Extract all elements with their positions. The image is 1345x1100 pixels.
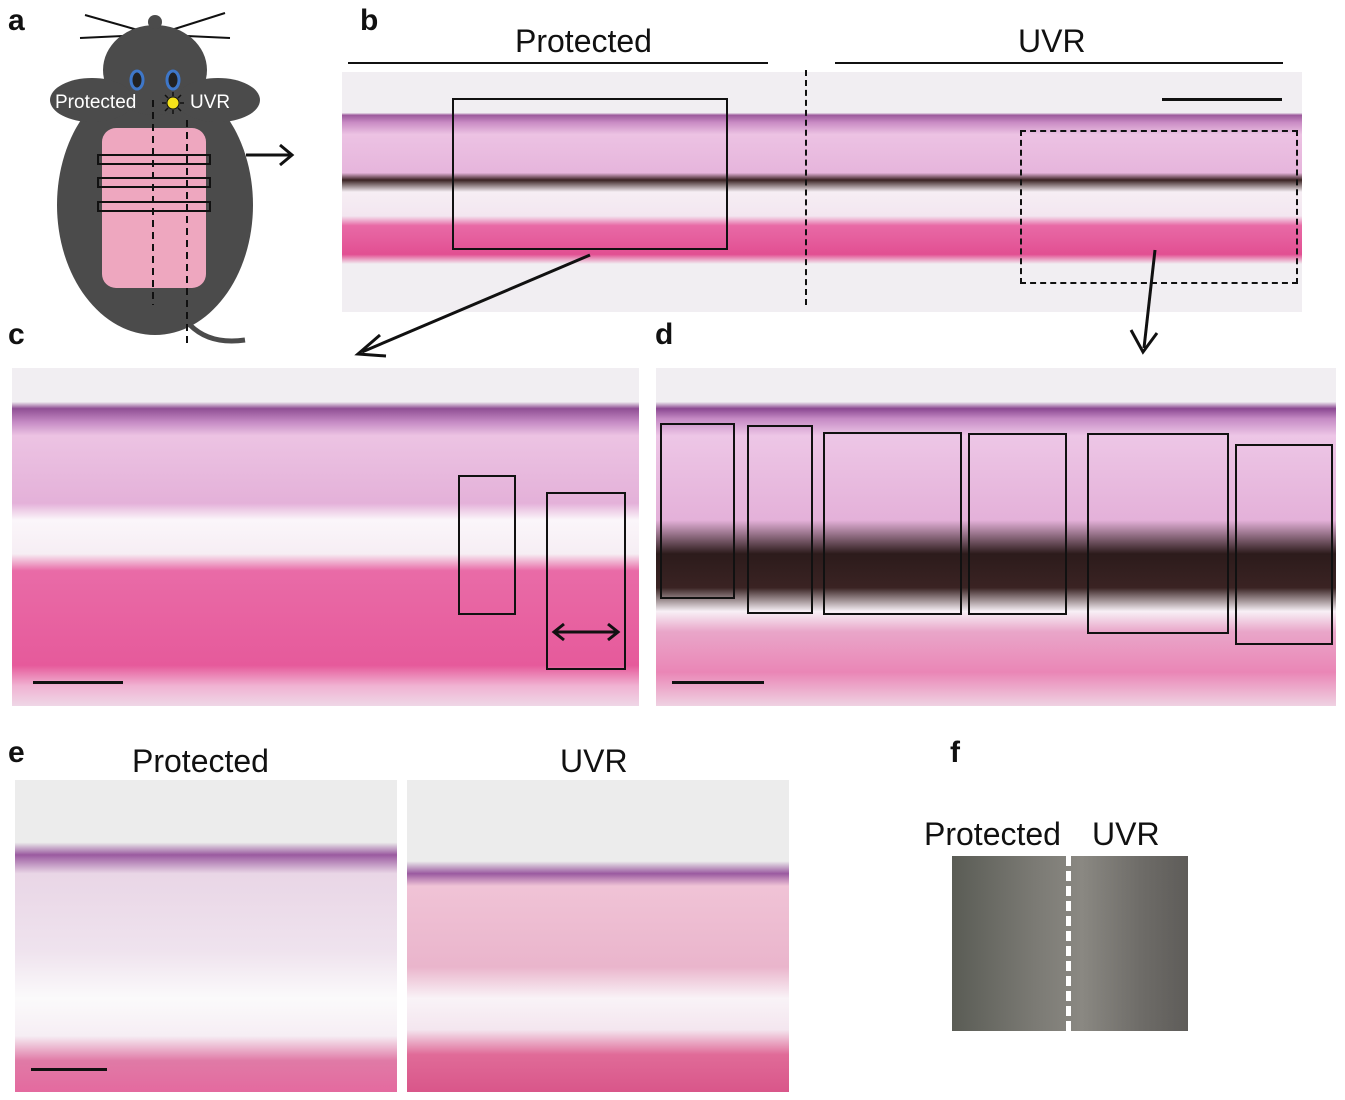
mouse-label-protected: Protected xyxy=(55,92,137,113)
panel-b-uvr-line xyxy=(835,62,1283,64)
mouse-label-uvr: UVR xyxy=(190,92,231,113)
arrow-a-to-b xyxy=(246,143,295,167)
panel-e-letter: e xyxy=(8,736,25,769)
panel-d-letter: d xyxy=(655,318,674,351)
panel-e-protected-histology xyxy=(15,780,397,1092)
panel-c-scale-bar xyxy=(33,681,123,684)
panel-c-inset-1 xyxy=(458,475,516,615)
mouse-diagram xyxy=(50,12,260,345)
panel-f-protected-label: Protected xyxy=(924,816,1061,852)
sun-icon xyxy=(162,92,184,114)
panel-d-histology xyxy=(656,368,1336,706)
panel-b-protected-label: Protected xyxy=(515,23,652,59)
panel-c-inset-2 xyxy=(546,492,626,670)
panel-d-inset-2 xyxy=(747,425,813,614)
panel-f-divider xyxy=(1066,856,1071,1031)
panel-f-letter: f xyxy=(950,736,960,769)
panel-b-divider xyxy=(805,70,807,305)
panel-d-inset-1 xyxy=(660,423,735,599)
panel-e-scale-bar xyxy=(31,1068,107,1071)
panel-b-scale-bar xyxy=(1162,98,1282,101)
panel-b-uvr-label: UVR xyxy=(1018,23,1086,59)
panel-c-letter: c xyxy=(8,318,25,351)
panel-b-letter: b xyxy=(360,4,379,37)
panel-d-inset-4 xyxy=(968,433,1067,615)
panel-d-inset-3 xyxy=(823,432,962,615)
panel-b-protected-inset xyxy=(452,98,728,250)
panel-e-uvr-label: UVR xyxy=(560,743,628,779)
panel-a-letter: a xyxy=(8,4,25,37)
panel-c-width-arrow xyxy=(551,622,621,642)
panel-d-scale-bar xyxy=(672,681,764,684)
panel-e-protected-label: Protected xyxy=(132,743,269,779)
panel-c-histology xyxy=(12,368,639,706)
panel-d-inset-6 xyxy=(1235,444,1333,645)
panel-d-inset-5 xyxy=(1087,433,1229,634)
panel-b-protected-line xyxy=(348,62,768,64)
panel-f-uvr-label: UVR xyxy=(1092,816,1160,852)
panel-b-uvr-inset xyxy=(1020,130,1298,284)
panel-e-uvr-histology xyxy=(407,780,789,1092)
